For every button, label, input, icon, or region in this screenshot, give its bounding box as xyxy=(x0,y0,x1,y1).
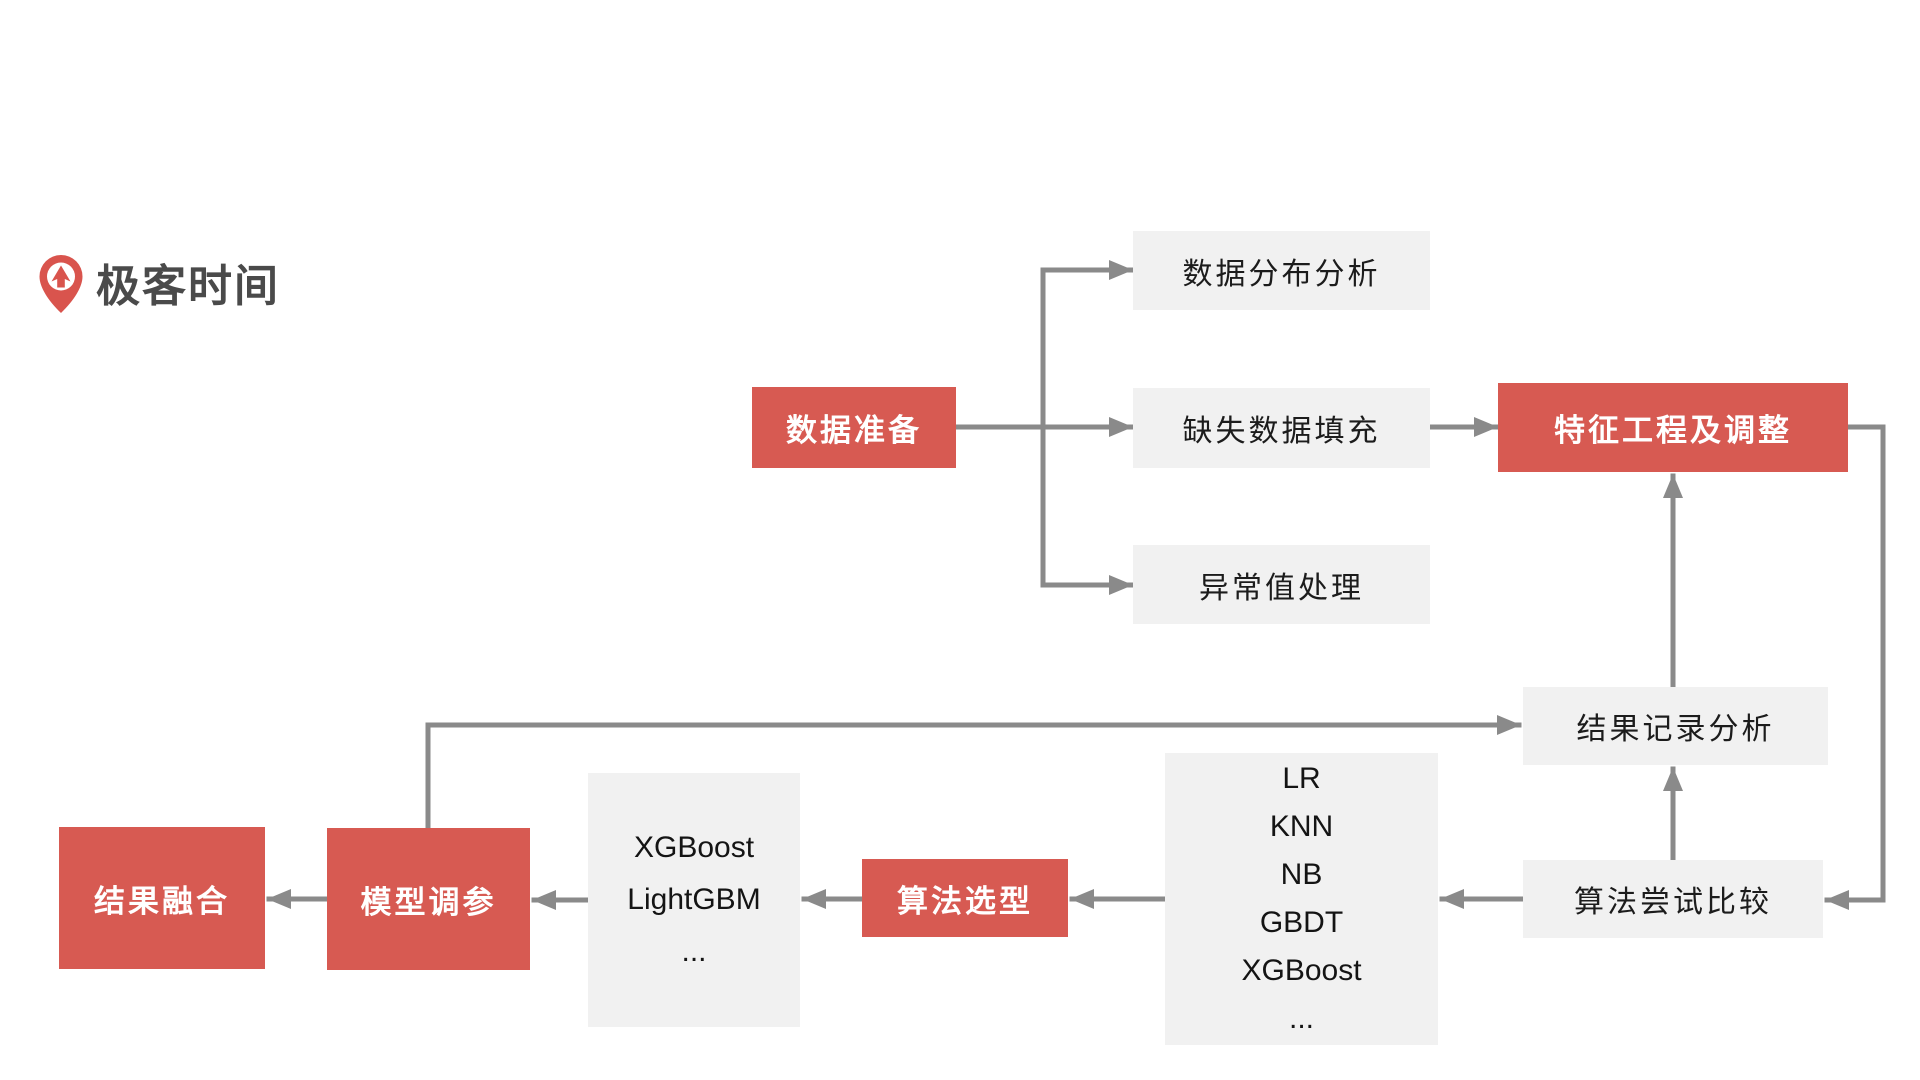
node-algo-select: 算法选型 xyxy=(862,859,1068,937)
node-data-prep: 数据准备 xyxy=(752,387,956,468)
node-model-candidates-list: XGBoost LightGBM ... xyxy=(588,773,800,1027)
model-candidate-item: XGBoost xyxy=(633,831,755,864)
algo-candidate-item: KNN xyxy=(1269,810,1334,843)
model-candidate-item: LightGBM xyxy=(627,883,761,916)
node-missing-fill: 缺失数据填充 xyxy=(1133,388,1430,468)
algo-candidate-item: LR xyxy=(1282,762,1321,795)
geektime-pin-icon xyxy=(38,254,84,314)
node-result-record: 结果记录分析 xyxy=(1523,687,1828,765)
node-result-fusion: 结果融合 xyxy=(59,827,265,969)
node-algo-compare: 算法尝试比较 xyxy=(1523,860,1823,938)
node-feature-engineering: 特征工程及调整 xyxy=(1498,383,1848,472)
connector-dataprep-trunk xyxy=(953,267,1046,588)
node-model-tuning: 模型调参 xyxy=(327,828,530,970)
algo-candidate-item: GBDT xyxy=(1259,906,1344,939)
node-outlier-handling: 异常值处理 xyxy=(1133,545,1430,624)
algo-candidate-item: ... xyxy=(1288,1002,1314,1035)
model-candidate-item: ... xyxy=(681,935,707,968)
connector-feature-to-compare xyxy=(1824,424,1886,910)
node-algo-candidates-list: LR KNN NB GBDT XGBoost ... xyxy=(1165,753,1438,1045)
node-dist-analysis: 数据分布分析 xyxy=(1133,231,1430,310)
algo-candidate-item: XGBoost xyxy=(1241,954,1362,987)
logo-text: 极客时间 xyxy=(96,262,280,311)
algo-candidate-item: NB xyxy=(1280,858,1323,891)
geektime-logo: 极客时间 xyxy=(38,254,280,314)
